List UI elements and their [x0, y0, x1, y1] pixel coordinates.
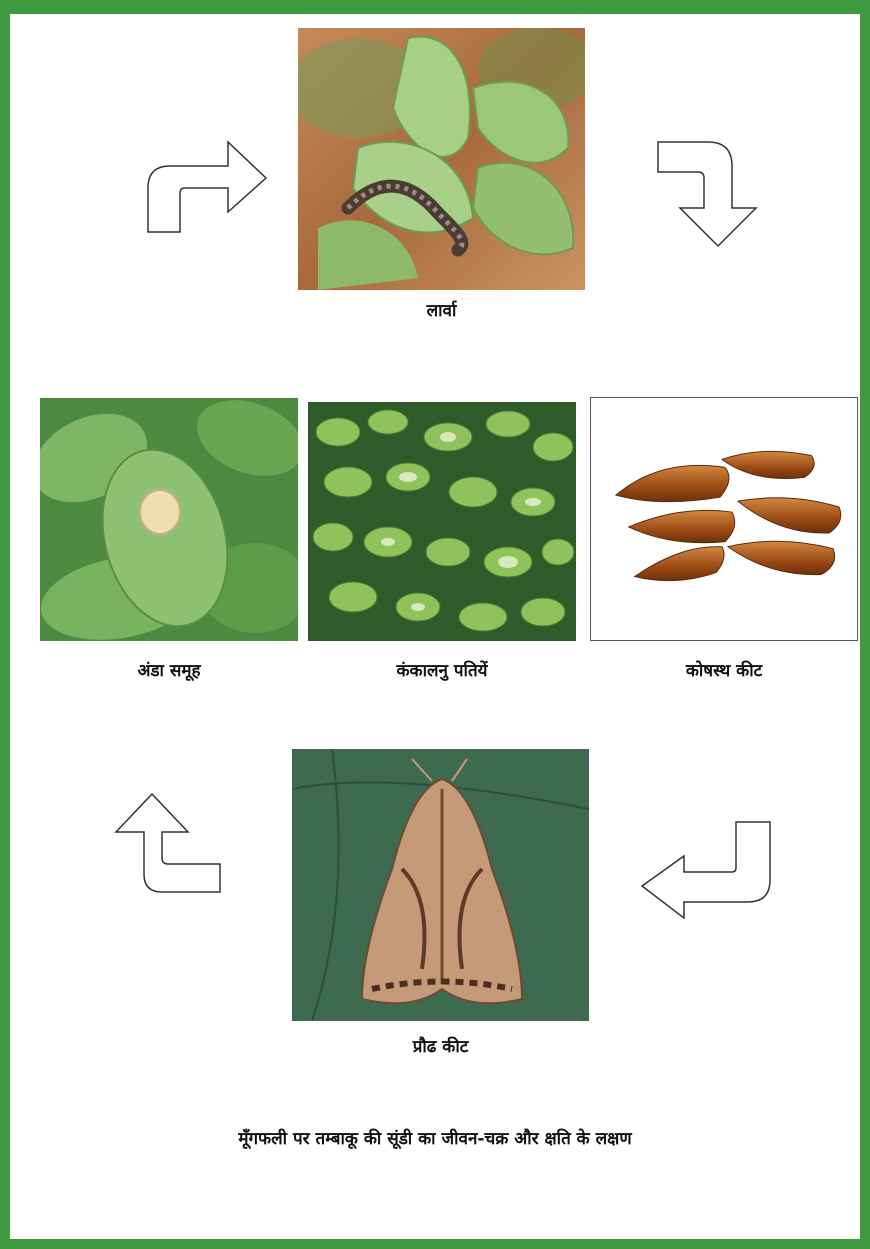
cycle-arrow-bottom-right-icon: [640, 820, 772, 920]
cycle-arrow-top-right-icon: [656, 138, 760, 248]
skeletonized-leaves-photo: [308, 402, 576, 641]
figure-caption: मूँगफली पर तम्बाकू की सूंडी का जीवन-चक्र…: [0, 1126, 870, 1149]
pupa-photo: [590, 397, 858, 641]
egg-mass-label: अंडा समूह: [40, 658, 298, 681]
cycle-arrow-top-left-icon: [140, 138, 270, 234]
larva-photo: [298, 28, 585, 290]
pupa-label: कोषस्थ कीट: [590, 658, 858, 681]
skeletonized-leaves-label: कंकालनु पतियें: [308, 658, 576, 681]
cycle-arrow-bottom-left-icon: [110, 792, 222, 894]
adult-label: प्रौढ कीट: [292, 1034, 589, 1057]
moth-photo: [292, 749, 589, 1021]
larva-label: लार्वा: [298, 298, 585, 321]
egg-mass-photo: [40, 398, 298, 641]
